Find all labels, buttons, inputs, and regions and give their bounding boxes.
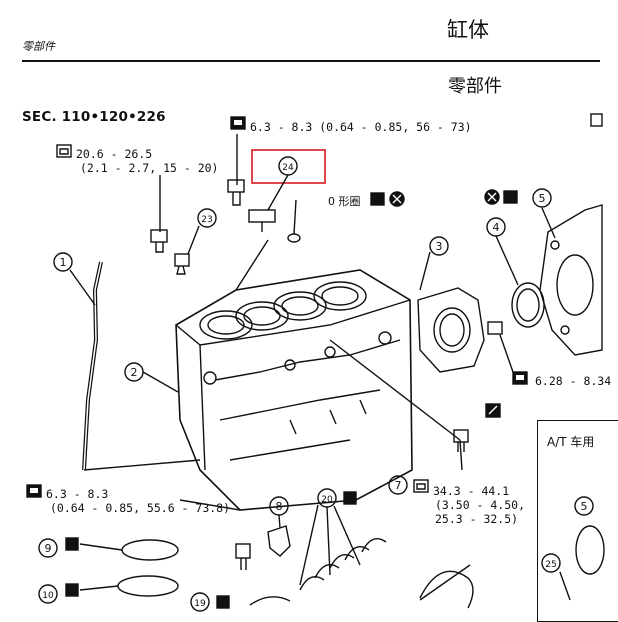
torque-spec-bottom-2: (0.64 - 0.85, 55.6 - 73.8) [50,501,231,515]
callout-10: 10 [42,591,54,601]
callout-1: 1 [60,256,67,269]
torque-wrench-icon [26,484,42,498]
torque-wrench-icon [230,116,246,130]
torque-spec-left-2: (2.1 - 2.7, 15 - 20) [80,161,219,175]
callout-2: 2 [131,366,138,379]
torque-spec-left-1: 20.6 - 26.5 [76,147,153,161]
page-subtitle: 零部件 [448,76,502,97]
callout-7: 7 [395,479,402,492]
replace-icon [484,189,518,205]
section-reference: SEC. 110•120•226 [22,109,166,125]
torque-wrench-icon [413,479,429,493]
torque-spec-mid-3: 25.3 - 32.5) [435,512,519,526]
engine-block-diagram: 1 2 3 4 5 23 24 8 20 7 9 10 19 5 25 [26,113,605,612]
callout-5-at: 5 [581,500,588,513]
callout-5: 5 [539,192,546,205]
bolt [235,321,503,570]
oil-icon [370,191,405,207]
cylinder-block [175,269,413,511]
callout-9: 9 [45,542,52,555]
oil-icon [65,491,357,609]
callout-24: 24 [282,163,294,173]
main-bearings [299,538,387,591]
sealant-icon [485,403,501,418]
bolt [174,253,190,275]
highlight-box [251,149,326,184]
bolt [150,229,168,253]
torque-wrench-icon [56,144,72,158]
callout-circles [38,156,594,612]
rear-oil-seal [511,282,545,328]
section-tag: 零部件 [22,40,55,53]
callout-23: 23 [201,215,212,225]
callout-20: 20 [321,495,333,505]
torque-spec-mid-1: 34.3 - 44.1 [433,484,510,498]
page-title: 缸体 [447,18,489,42]
callout-19: 19 [194,599,206,609]
torque-wrench-icon [512,371,528,385]
callout-3: 3 [436,240,443,253]
torque-spec-right: 6.28 - 8.34 [535,374,612,388]
water-drain-plug [248,209,301,243]
at-label: A/T 车用 [547,435,595,449]
header-rule [22,60,600,62]
callout-8: 8 [276,500,283,513]
rear-oil-seal-retainer [417,287,485,373]
bolt [227,179,245,206]
torque-spec-mid-2: (3.50 - 4.50, [435,498,526,512]
callout-4: 4 [493,221,500,234]
oring-label: 0 形圈 [328,195,361,208]
torque-spec-bottom-1: 6.3 - 8.3 [46,487,109,501]
torque-spec-top: 6.3 - 8.3 (0.64 - 0.85, 56 - 73) [250,120,472,134]
callout-25: 25 [545,560,556,570]
torque-wrench-icon [590,113,603,127]
rear-plate [539,204,603,356]
